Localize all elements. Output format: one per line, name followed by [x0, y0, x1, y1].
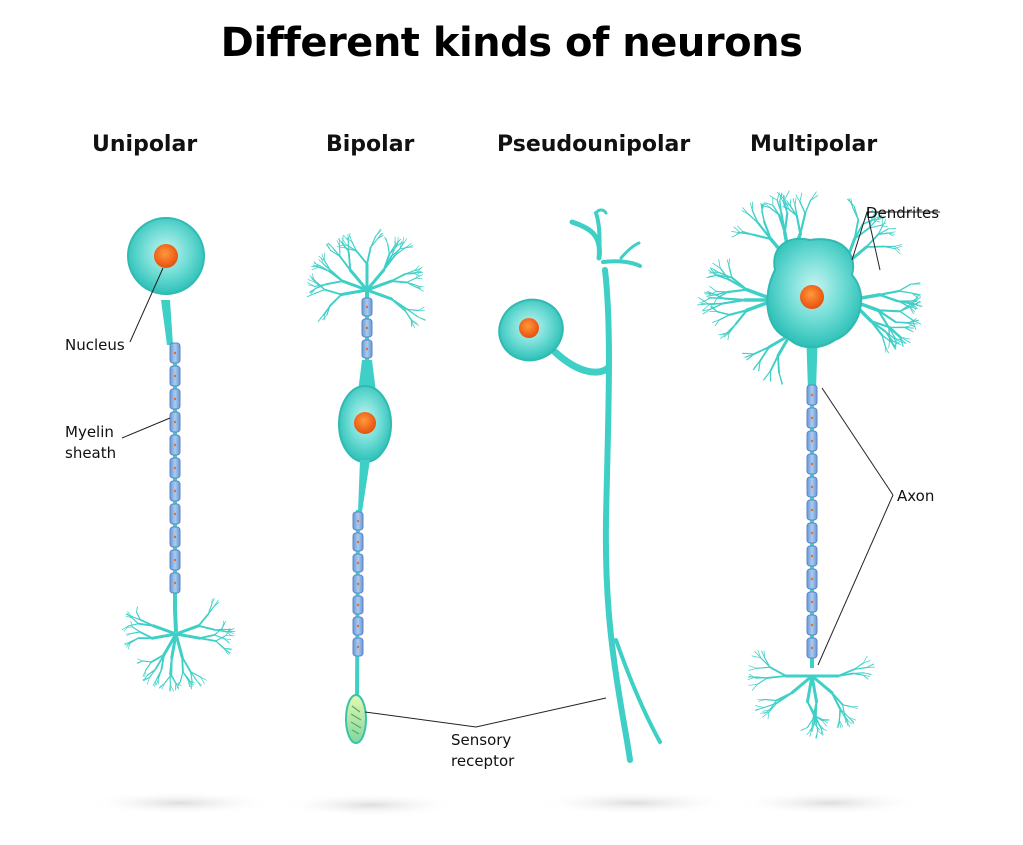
label-myelin-line2: sheath	[65, 444, 117, 462]
shadow-multipolar	[735, 791, 925, 815]
myelin-segments-bipolar-lower	[352, 511, 364, 657]
sensory-leader	[364, 697, 607, 728]
myelin-segments-multipolar	[806, 384, 818, 659]
diagram-title: Different kinds of neurons	[220, 20, 803, 66]
axon-terminals-multipolar	[747, 649, 875, 739]
heading-bipolar: Bipolar	[326, 132, 415, 157]
myelin-leader	[121, 417, 171, 439]
shadow-pseudounipolar	[535, 791, 735, 815]
heading-pseudounipolar: Pseudounipolar	[497, 132, 691, 157]
label-sensory-line2: receptor	[451, 752, 515, 770]
dendrites-leader-2	[866, 211, 881, 271]
myelin-segments-bipolar-upper	[361, 297, 373, 359]
axon-leader-1	[821, 387, 894, 496]
bipolar-neuron	[306, 228, 426, 744]
label-myelin-line1: Myelin	[65, 423, 114, 441]
label-dendrites: Dendrites	[866, 204, 940, 222]
heading-multipolar: Multipolar	[750, 132, 878, 157]
shadow-bipolar	[280, 793, 460, 817]
pseudounipolar-neuron	[498, 208, 662, 763]
axon-leader-2	[817, 494, 894, 666]
heading-unipolar: Unipolar	[92, 132, 198, 157]
label-nucleus: Nucleus	[65, 336, 125, 354]
label-axon: Axon	[897, 487, 935, 505]
dendrites-bipolar	[306, 228, 426, 329]
shadow-unipolar	[85, 791, 275, 815]
myelin-segments-unipolar	[169, 342, 181, 594]
multipolar-neuron	[697, 190, 923, 739]
unipolar-neuron	[121, 217, 236, 692]
leader-lines	[121, 211, 940, 728]
terminal-branches-unipolar	[121, 597, 236, 692]
label-sensory-line1: Sensory	[451, 731, 512, 749]
sensory-receptor-shape	[345, 694, 367, 744]
nucleus-leader	[129, 267, 164, 343]
